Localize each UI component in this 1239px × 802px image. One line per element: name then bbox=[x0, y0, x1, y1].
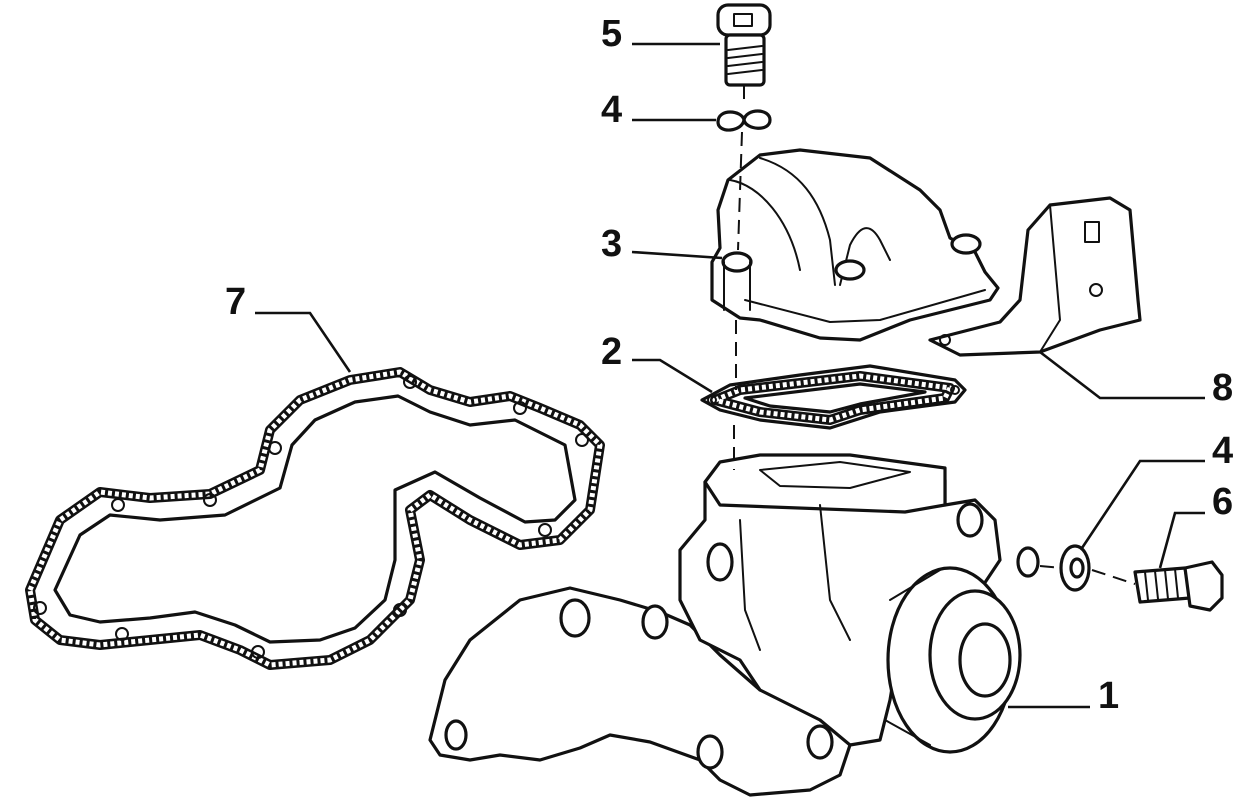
part-4-washer-lower bbox=[1059, 544, 1091, 592]
part-3-housing-cover bbox=[710, 148, 1000, 342]
leader-3 bbox=[631, 250, 723, 260]
callout-3: 3 bbox=[601, 223, 622, 265]
callout-numbers: 5 4 3 2 7 8 4 6 1 bbox=[225, 13, 1233, 717]
callout-1: 1 bbox=[1098, 675, 1119, 717]
leader-8 bbox=[1039, 350, 1205, 400]
callout-7: 7 bbox=[225, 281, 246, 323]
leader-2 bbox=[632, 358, 713, 394]
callout-4-top: 4 bbox=[601, 89, 622, 131]
part-5-bolt bbox=[716, 3, 772, 87]
callout-4-lower: 4 bbox=[1212, 430, 1233, 472]
callout-5: 5 bbox=[601, 13, 622, 55]
leader-6 bbox=[1158, 511, 1205, 569]
part-1-water-pump bbox=[428, 453, 1040, 797]
part-4-washer-top bbox=[716, 109, 772, 132]
leader-lines bbox=[255, 42, 1205, 709]
callout-2: 2 bbox=[601, 331, 622, 373]
leader-7 bbox=[255, 311, 352, 373]
assembly-axes bbox=[733, 85, 1136, 585]
part-8-bracket bbox=[928, 196, 1142, 357]
leader-4-lower bbox=[1080, 459, 1205, 549]
part-6-bolt bbox=[1133, 560, 1224, 612]
part-7-gasket bbox=[25, 367, 605, 670]
part-2-flat-gasket bbox=[700, 364, 967, 430]
callout-8: 8 bbox=[1212, 367, 1233, 409]
callout-6: 6 bbox=[1212, 481, 1233, 523]
